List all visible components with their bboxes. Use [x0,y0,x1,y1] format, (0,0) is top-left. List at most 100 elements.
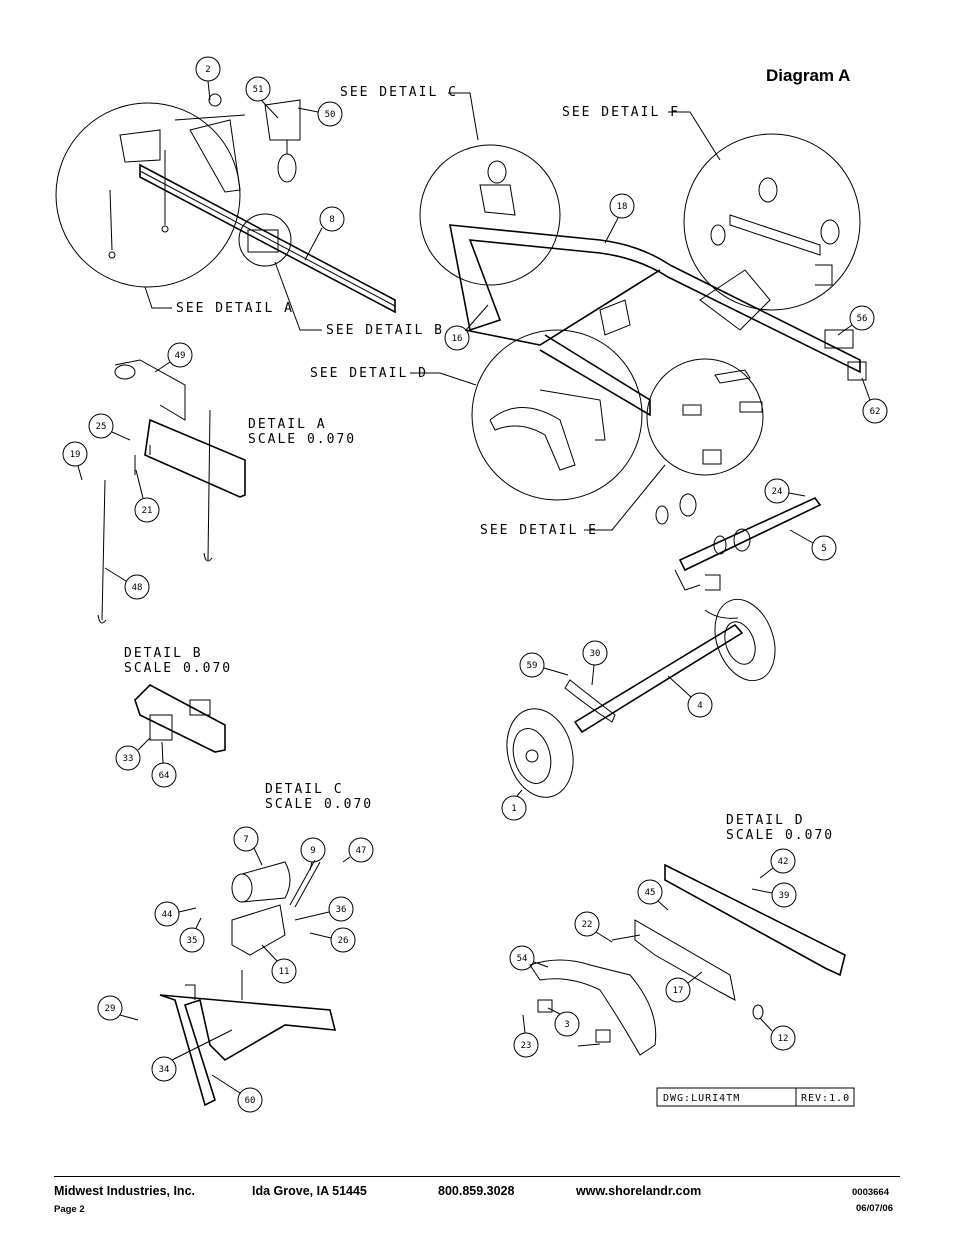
dwg-number: DWG:LURI4TM [663,1093,740,1104]
part-callout-48: 48 [104,567,150,600]
part-callout-30: 30 [582,640,608,686]
svg-text:DETAIL C: DETAIL C [265,782,344,797]
part-callout-56: 56 [837,305,875,336]
part-callout-60: 60 [211,1074,263,1113]
svg-text:59: 59 [527,661,538,671]
part-callout-17: 17 [665,971,703,1003]
part-callout-1: 1 [501,789,527,821]
part-callout-45: 45 [637,879,669,911]
see-detail-e: SEE DETAIL E [480,464,666,538]
svg-text:39: 39 [779,891,790,901]
detail-d-title: DETAIL D SCALE 0.070 [726,813,832,843]
svg-text:16: 16 [452,334,463,344]
see-detail-b: SEE DETAIL B [274,261,442,338]
detail-c-circle [419,144,561,286]
svg-text:SEE DETAIL F: SEE DETAIL F [562,105,680,120]
footer-phone: 800.859.3028 [438,1184,515,1198]
svg-text:30: 30 [590,649,601,659]
svg-text:45: 45 [645,888,656,898]
see-detail-c: SEE DETAIL C [340,85,479,141]
svg-text:DETAIL B: DETAIL B [124,646,203,661]
svg-text:54: 54 [517,954,528,964]
svg-text:DETAIL A: DETAIL A [248,417,327,432]
svg-text:62: 62 [870,407,881,417]
footer-doc-number: 0003664 [852,1187,889,1198]
detail-f-circle [683,133,861,311]
part-callout-2: 2 [195,56,221,101]
part-callout-4: 4 [667,675,713,718]
svg-text:4: 4 [697,701,702,711]
svg-text:47: 47 [356,846,367,856]
svg-text:SCALE 0.070: SCALE 0.070 [248,432,356,447]
detail-a-circle [55,102,241,288]
part-callout-49: 49 [154,342,193,373]
part-callout-36: 36 [294,896,354,922]
part-callout-47: 47 [342,837,374,863]
part-callout-29: 29 [97,995,139,1021]
footer-company: Midwest Industries, Inc. [54,1184,195,1198]
part-callout-42: 42 [759,848,796,879]
detail-d-circle [471,329,643,501]
svg-text:1: 1 [511,804,516,814]
part-callout-16: 16 [444,304,489,351]
svg-text:SEE DETAIL E: SEE DETAIL E [480,523,598,538]
part-callout-44: 44 [154,901,197,927]
svg-text:5: 5 [821,544,826,554]
svg-text:56: 56 [857,314,868,324]
part-callout-35: 35 [179,917,205,953]
svg-text:22: 22 [582,920,593,930]
detail-b-circle [238,213,292,267]
detail-a-parts [97,359,246,624]
part-callout-5: 5 [789,529,837,561]
svg-text:42: 42 [778,857,789,867]
svg-text:SEE DETAIL C: SEE DETAIL C [340,85,458,100]
svg-text:35: 35 [187,936,198,946]
part-callout-51: 51 [245,76,279,119]
part-callout-24: 24 [764,478,806,504]
part-callout-7: 7 [233,826,263,866]
part-callout-23: 23 [513,1014,539,1058]
detail-c-title: DETAIL C SCALE 0.070 [265,782,373,812]
svg-text:48: 48 [132,583,143,593]
detail-b-title: DETAIL B SCALE 0.070 [124,646,232,676]
detail-a-title: DETAIL A SCALE 0.070 [248,417,356,447]
svg-text:25: 25 [96,422,107,432]
part-callout-26: 26 [309,927,356,953]
footer-page: Page 2 [54,1204,85,1215]
part-callouts: 2 51 50 8 18 16 56 62 49 25 19 21 48 24 … [62,56,888,1113]
svg-text:3: 3 [564,1020,569,1030]
part-callout-11: 11 [261,944,297,984]
svg-text:60: 60 [245,1096,256,1106]
svg-text:DETAIL D: DETAIL D [726,813,805,828]
tongue-assembly [139,93,396,314]
revision: REV:1.0 [801,1093,850,1104]
part-callout-21: 21 [134,469,160,523]
part-callout-33: 33 [115,737,151,771]
svg-text:11: 11 [279,967,290,977]
svg-text:64: 64 [159,771,170,781]
bunk-assembly [655,493,822,591]
svg-text:18: 18 [617,202,628,212]
svg-text:SCALE 0.070: SCALE 0.070 [124,661,232,676]
svg-text:12: 12 [778,1034,789,1044]
svg-text:SEE DETAIL A: SEE DETAIL A [176,301,294,316]
part-callout-64: 64 [151,741,177,788]
detail-e-circle [646,358,764,476]
svg-text:36: 36 [336,905,347,915]
part-callout-39: 39 [751,882,797,908]
svg-text:29: 29 [105,1004,116,1014]
detail-d-parts [529,863,846,1056]
footer-website[interactable]: www.shorelandr.com [576,1184,702,1198]
part-callout-12: 12 [759,1017,796,1051]
svg-text:7: 7 [243,835,248,845]
part-callout-34: 34 [151,1029,233,1082]
svg-text:44: 44 [162,910,173,920]
see-detail-f: SEE DETAIL F [562,105,721,161]
svg-text:23: 23 [521,1041,532,1051]
part-callout-54: 54 [509,945,549,971]
svg-text:SCALE 0.070: SCALE 0.070 [265,797,373,812]
svg-text:49: 49 [175,351,186,361]
svg-text:26: 26 [338,936,349,946]
trailer-parts-drawing: 2 51 50 8 18 16 56 62 49 25 19 21 48 24 … [55,56,888,1113]
axle-assembly [506,598,776,798]
